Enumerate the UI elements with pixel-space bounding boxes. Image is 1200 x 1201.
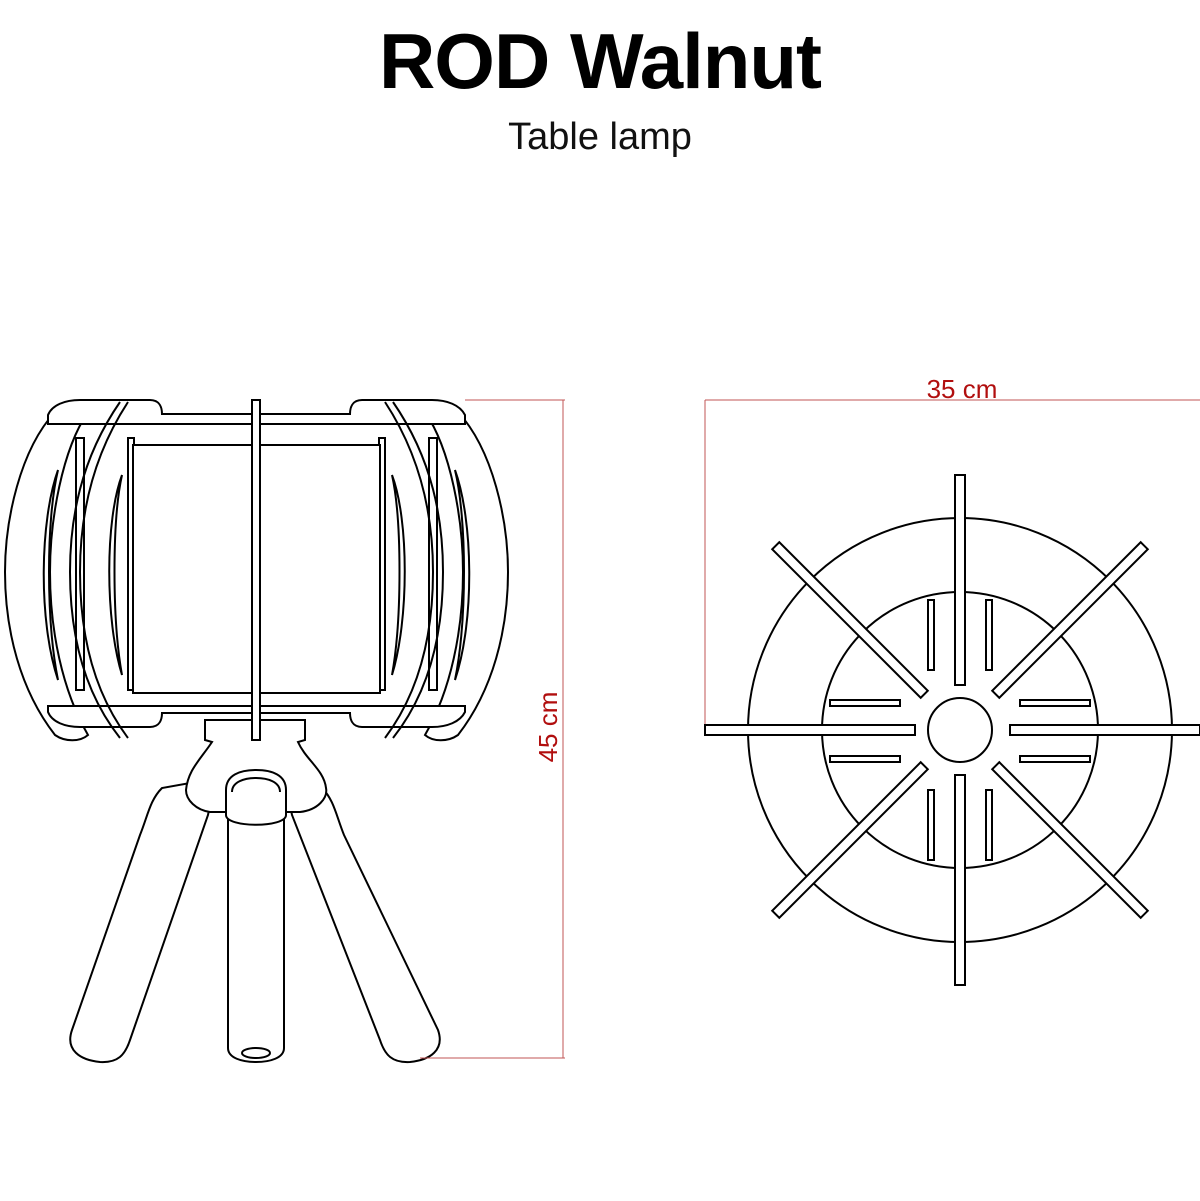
center-rod <box>251 399 261 741</box>
leg-center-tip <box>241 1047 271 1059</box>
spoke-sw <box>770 760 930 920</box>
rib-left-inner-slot <box>108 474 123 676</box>
leg-center <box>227 789 285 1064</box>
top-plate <box>47 399 466 425</box>
rib-right-inner-slot <box>391 474 406 676</box>
socket-hole <box>927 697 993 763</box>
spoke-nw <box>770 540 930 700</box>
bottom-plate <box>47 705 466 728</box>
frame-plates <box>47 399 466 728</box>
top-view: 35 cm <box>704 374 1200 986</box>
hub-bars <box>829 599 1091 861</box>
spokes <box>704 474 1200 986</box>
leg-right <box>290 781 441 1064</box>
rib-right-slot <box>454 469 471 681</box>
rib-left-slot <box>42 469 59 681</box>
joint-body <box>184 719 328 813</box>
height-dimension: 45 cm <box>420 399 565 1059</box>
width-label: 35 cm <box>927 374 998 404</box>
outer-ribs <box>3 405 510 742</box>
joint-center-cap <box>225 768 287 826</box>
thin-ribs <box>68 401 445 739</box>
spoke-se <box>990 760 1150 920</box>
spoke-w <box>704 724 916 736</box>
leg-left <box>69 781 210 1064</box>
lamp-joint <box>184 719 328 826</box>
tripod-legs <box>69 781 441 1064</box>
width-dimension: 35 cm <box>704 374 1200 730</box>
spoke-e <box>1009 724 1200 736</box>
spoke-ne <box>990 540 1150 700</box>
product-subtitle: Table lamp <box>508 116 692 158</box>
height-label: 45 cm <box>533 692 563 763</box>
side-view: 45 cm <box>3 399 565 1064</box>
product-title: ROD Walnut <box>378 17 822 105</box>
spoke-n <box>954 474 966 686</box>
spoke-s <box>954 774 966 986</box>
